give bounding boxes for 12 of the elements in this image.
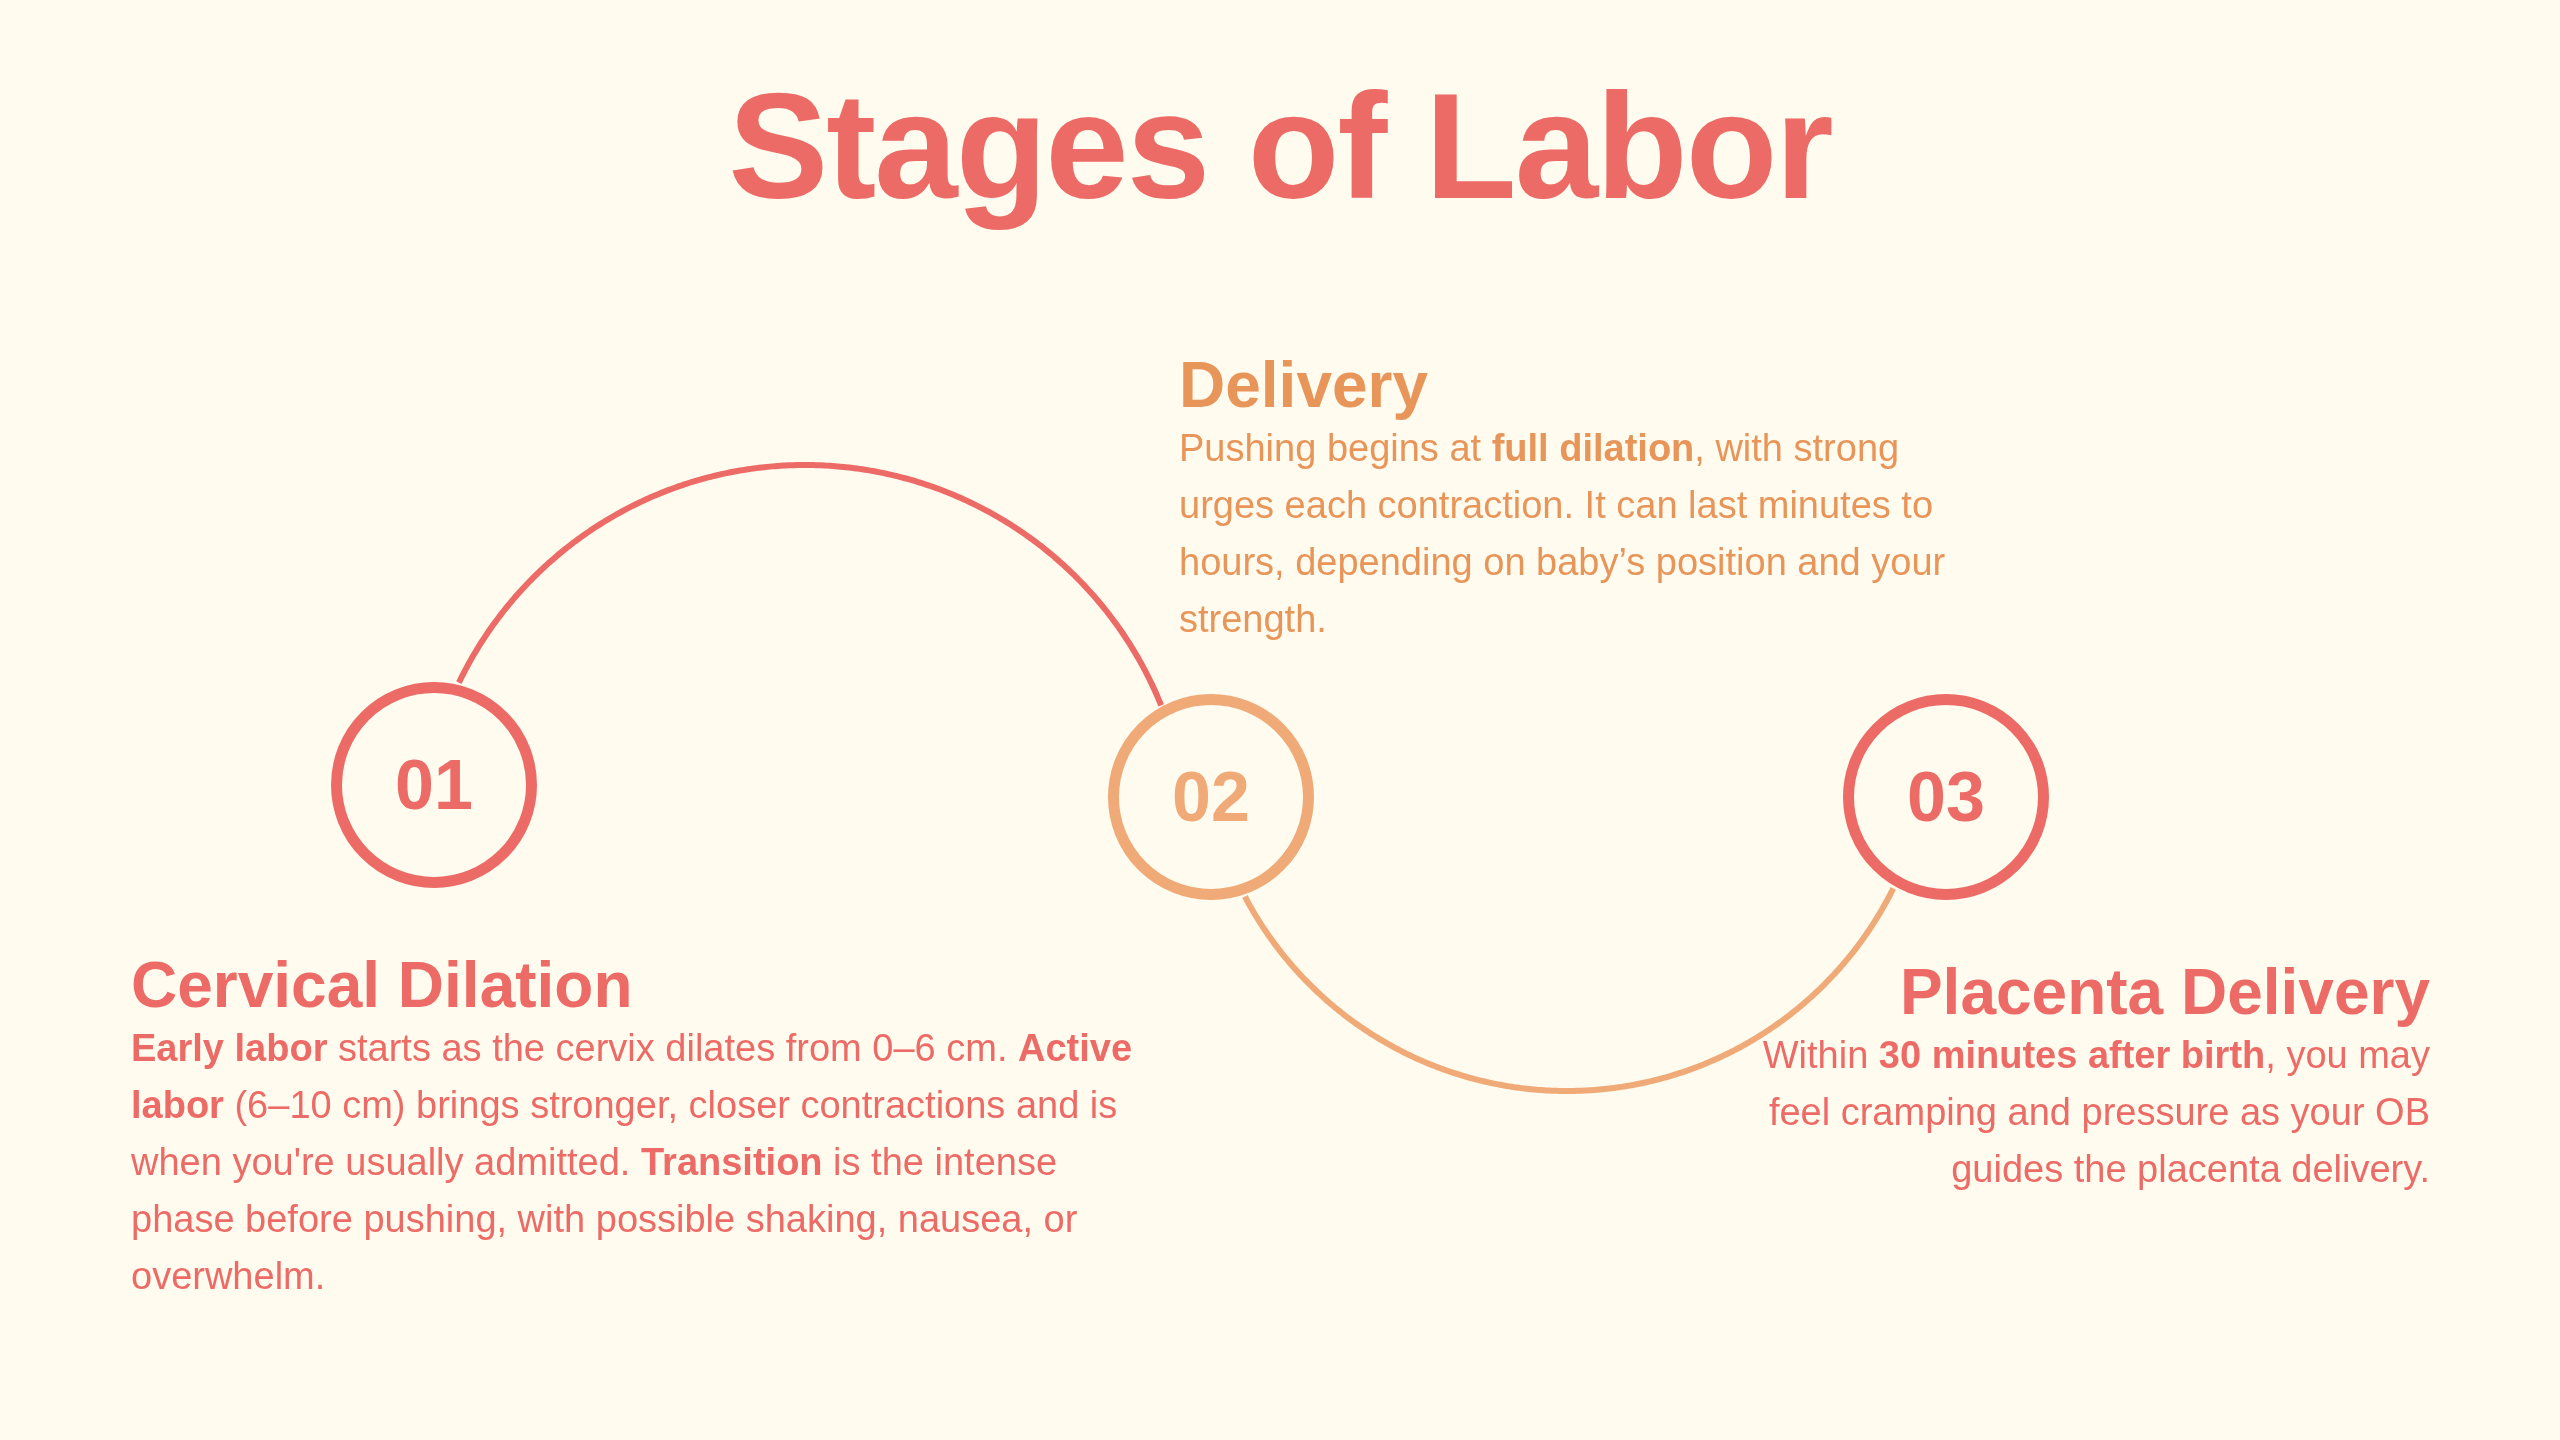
- step-number-circle: 03: [1843, 694, 2049, 900]
- stage-description: Within 30 minutes after birth, you may feel cramping and pressure as your OB guides the placenta delivery.: [1761, 1033, 2430, 1192]
- stage-description: Early labor starts as the cervix dilates from 0–6 cm. Active labor (6–10 cm) brings stronger, closer contractions and is when you're usually admitted. Transition is the intense phase before pushing, with possible shaking, nausea, or overwhelm.: [131, 1026, 1134, 1299]
- stage-heading: Placenta Delivery: [1898, 955, 2430, 1029]
- stage-description: Pushing begins at full dilation, with strong urges each contraction. It can last minutes to hours, depending on baby’s position and your strength.: [1179, 426, 1947, 642]
- stage-heading: Delivery: [1179, 348, 1429, 422]
- title: Stages of Labor: [727, 61, 1833, 232]
- step-number-circle: 01: [331, 682, 537, 888]
- step-number-circle: 02: [1108, 694, 1314, 900]
- stage-heading: Cervical Dilation: [131, 948, 633, 1022]
- connector-arc: [1242, 886, 1896, 1094]
- connector-arc: [456, 462, 1164, 707]
